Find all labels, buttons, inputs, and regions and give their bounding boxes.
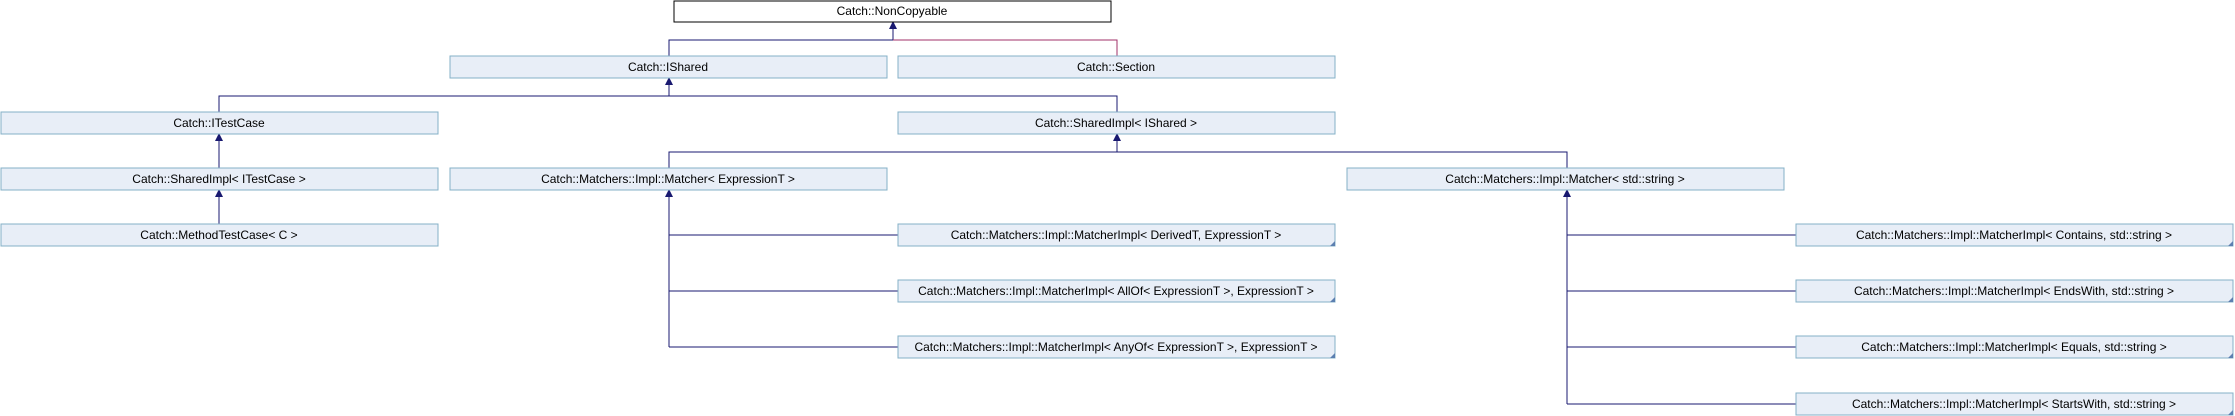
node-corner-mark: [2228, 241, 2233, 246]
node-matcher-expression[interactable]: Catch::Matchers::Impl::Matcher< Expressi…: [449, 167, 888, 191]
node-matcherimpl-derived[interactable]: Catch::Matchers::Impl::MatcherImpl< Deri…: [897, 223, 1336, 247]
edge-matcher-string-to-sharedimpl: [1117, 151, 1568, 168]
edge-section-to-noncopyable: [893, 39, 1118, 56]
node-sharedimpl-ishared-label: Catch::SharedImpl< IShared >: [1035, 116, 1197, 130]
arrow-itestcase: [215, 133, 223, 141]
edges: [215, 21, 1796, 405]
node-matcherimpl-startswith[interactable]: Catch::Matchers::Impl::MatcherImpl< Star…: [1795, 392, 2234, 416]
arrow-sharedimpl-ishared: [1113, 133, 1121, 141]
arrow-ishared: [665, 77, 673, 85]
node-noncopyable[interactable]: Catch::NonCopyable: [673, 0, 1112, 23]
edge-matcher-expr-to-sharedimpl: [668, 134, 1118, 168]
node-sharedimpl-itestcase[interactable]: Catch::SharedImpl< ITestCase >: [0, 167, 439, 191]
node-itestcase[interactable]: Catch::ITestCase: [0, 111, 439, 135]
node-matcherimpl-equals[interactable]: Catch::Matchers::Impl::MatcherImpl< Equa…: [1795, 335, 2234, 359]
node-ishared[interactable]: Catch::IShared: [449, 55, 888, 79]
arrow-matcher-string: [1563, 189, 1571, 197]
arrow-matcher-expr: [665, 189, 673, 197]
node-matcherimpl-allof-label: Catch::Matchers::Impl::MatcherImpl< AllO…: [918, 284, 1314, 298]
node-matcherimpl-endswith-label: Catch::Matchers::Impl::MatcherImpl< Ends…: [1854, 284, 2174, 298]
node-matcherimpl-startswith-label: Catch::Matchers::Impl::MatcherImpl< Star…: [1852, 397, 2176, 411]
node-matcherimpl-anyof[interactable]: Catch::Matchers::Impl::MatcherImpl< AnyO…: [897, 335, 1336, 359]
node-corner-mark: [2228, 297, 2233, 302]
node-matcher-string[interactable]: Catch::Matchers::Impl::Matcher< std::str…: [1346, 167, 1785, 191]
node-itestcase-label: Catch::ITestCase: [173, 116, 265, 130]
edge-itestcase-to-ishared: [218, 78, 670, 112]
arrow-sharedimpl-itestcase: [215, 189, 223, 197]
node-methodtestcase-label: Catch::MethodTestCase< C >: [140, 228, 297, 242]
node-matcherimpl-derived-label: Catch::Matchers::Impl::MatcherImpl< Deri…: [951, 228, 1282, 242]
node-methodtestcase[interactable]: Catch::MethodTestCase< C >: [0, 223, 439, 247]
node-sharedimpl-ishared[interactable]: Catch::SharedImpl< IShared >: [897, 111, 1336, 135]
node-matcherimpl-anyof-label: Catch::Matchers::Impl::MatcherImpl< AnyO…: [914, 340, 1317, 354]
node-matcher-string-label: Catch::Matchers::Impl::Matcher< std::str…: [1445, 172, 1684, 186]
node-corner-mark: [1330, 297, 1335, 302]
node-matcherimpl-contains[interactable]: Catch::Matchers::Impl::MatcherImpl< Cont…: [1795, 223, 2234, 247]
node-section-label: Catch::Section: [1077, 60, 1155, 74]
node-corner-mark: [2228, 410, 2233, 415]
node-matcherimpl-allof[interactable]: Catch::Matchers::Impl::MatcherImpl< AllO…: [897, 279, 1336, 303]
node-matcherimpl-equals-label: Catch::Matchers::Impl::MatcherImpl< Equa…: [1861, 340, 2166, 354]
node-corner-mark: [2228, 353, 2233, 358]
edge-sharedimpl-ishared-to-ishared: [669, 95, 1118, 112]
node-corner-mark: [1330, 353, 1335, 358]
edge-ishared-to-noncopyable: [668, 22, 894, 56]
node-section[interactable]: Catch::Section: [897, 55, 1336, 79]
node-matcherimpl-contains-label: Catch::Matchers::Impl::MatcherImpl< Cont…: [1856, 228, 2172, 242]
node-ishared-label: Catch::IShared: [628, 60, 708, 74]
node-corner-mark: [1330, 241, 1335, 246]
node-sharedimpl-itestcase-label: Catch::SharedImpl< ITestCase >: [132, 172, 305, 186]
node-matcherimpl-endswith[interactable]: Catch::Matchers::Impl::MatcherImpl< Ends…: [1795, 279, 2234, 303]
arrow-noncopyable: [889, 21, 897, 29]
node-matcher-expression-label: Catch::Matchers::Impl::Matcher< Expressi…: [541, 172, 795, 186]
node-noncopyable-label: Catch::NonCopyable: [837, 4, 948, 18]
